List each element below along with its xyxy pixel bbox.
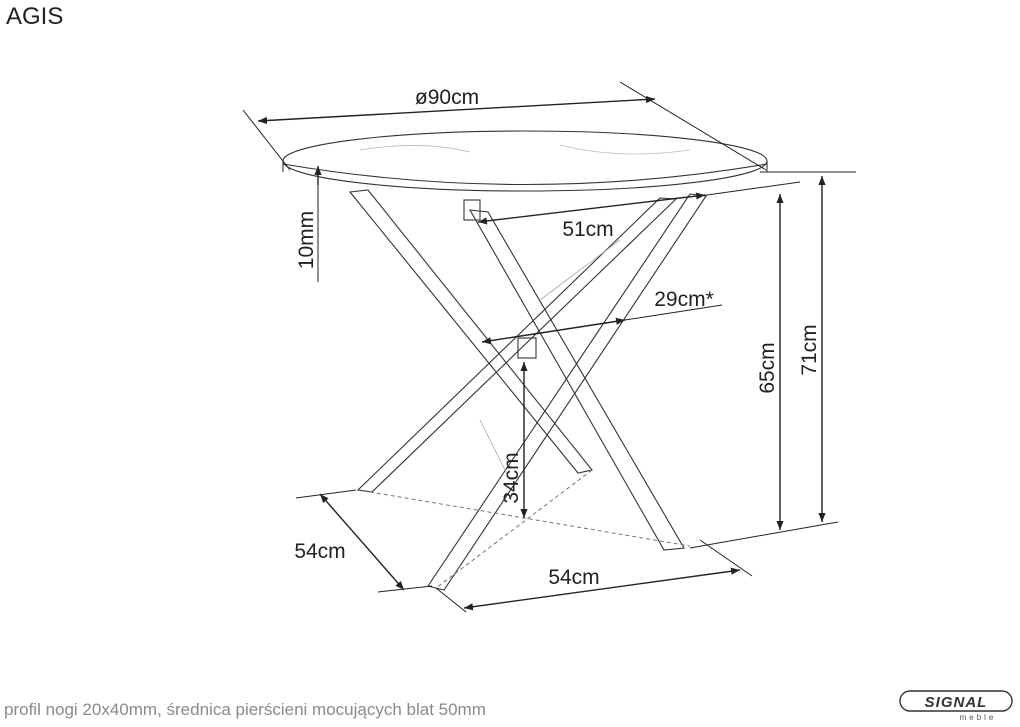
cross-height-label: 34cm	[500, 452, 523, 503]
extension-line	[295, 489, 357, 499]
base-depth-label: 54cm	[294, 540, 345, 563]
height-dimensions: 65cm 71cm	[689, 171, 856, 549]
leg-back-right	[356, 197, 678, 493]
footprint-line	[435, 469, 593, 589]
brand-logo: SIGNAL meble	[899, 690, 1013, 722]
thickness-label: 10mm	[295, 211, 318, 269]
leg-marble-vein	[479, 419, 511, 481]
cross-width-dimension: 29cm*	[481, 288, 723, 345]
under-top-height-label: 65cm	[756, 342, 779, 393]
ring-width-label: 51cm	[562, 218, 613, 241]
extension-line	[377, 585, 433, 593]
product-title: AGIS	[6, 3, 63, 30]
extension-line	[689, 521, 839, 549]
leg-marble-vein	[539, 239, 621, 301]
brand-tagline: meble	[960, 713, 997, 722]
ring-width-arrow	[477, 192, 706, 225]
thickness-dimension: 10mm	[295, 166, 322, 282]
diameter-arrow	[257, 95, 656, 125]
brand-name: SIGNAL	[925, 694, 988, 711]
base-width-arrow	[463, 567, 741, 611]
base-width-label: 54cm	[548, 566, 599, 589]
glass-marble-vein	[359, 145, 471, 153]
floor-footprint	[369, 469, 691, 589]
table-top-lower-edge	[282, 163, 768, 186]
footer-note: profil nogi 20x40mm, średnica pierścieni…	[4, 700, 486, 719]
table-top-upper-edge	[282, 130, 768, 192]
extension-line	[699, 181, 801, 197]
glass-marble-vein	[559, 144, 691, 155]
leg-front-left	[427, 193, 707, 591]
footprint-line	[369, 491, 691, 547]
cross-width-arrow	[481, 317, 626, 345]
cross-width-label: 29cm*	[654, 288, 714, 311]
total-height-label: 71cm	[798, 324, 821, 375]
extension-line	[699, 539, 753, 577]
leg-back-left	[348, 189, 593, 474]
extension-line	[435, 587, 467, 613]
diameter-dimension: ø90cm	[242, 81, 767, 171]
base-depth-dimension: 54cm	[294, 489, 433, 593]
cross-height-dimension: 34cm	[500, 362, 528, 518]
extension-line	[624, 304, 723, 321]
table-legs	[348, 189, 707, 591]
extension-line	[619, 81, 767, 171]
ring-width-dimension: 51cm	[477, 192, 706, 241]
table-top	[282, 130, 768, 192]
extension-line	[242, 109, 291, 171]
base-depth-arrow	[319, 493, 405, 591]
brand-logo-frame	[899, 690, 1013, 712]
base-width-dimension: 54cm	[435, 539, 753, 613]
diameter-label: ø90cm	[415, 86, 479, 109]
